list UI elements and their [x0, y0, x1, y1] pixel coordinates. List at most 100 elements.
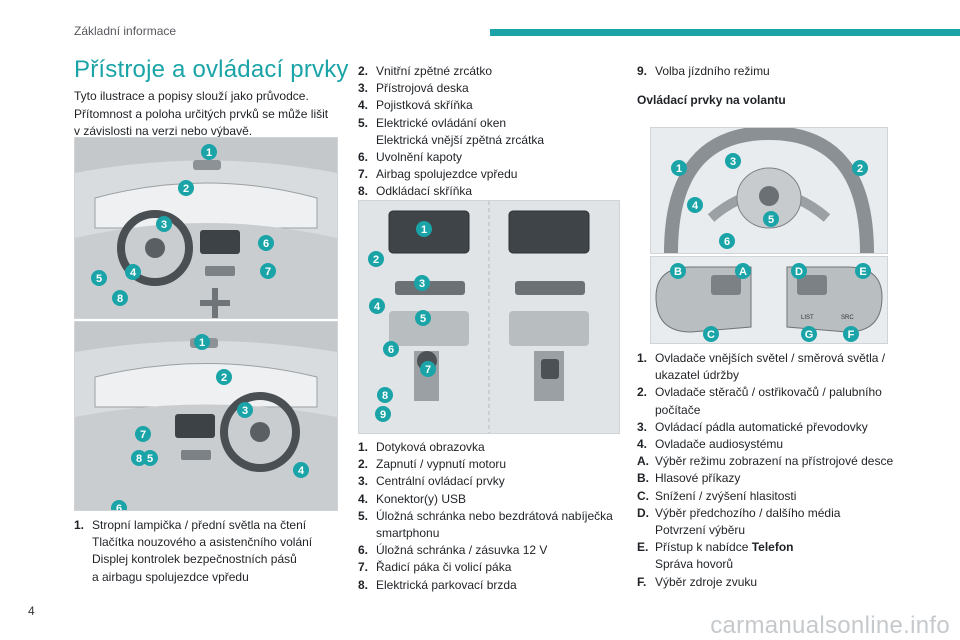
list-item: 4. Pojistková skříňka [358, 97, 620, 114]
page-number: 4 [28, 604, 35, 618]
callout-badge [377, 387, 393, 403]
callout-badge [131, 450, 147, 466]
list-item: 7.Airbag spolujezdce vpředu [358, 166, 620, 183]
item-number: 9. [637, 64, 648, 78]
callout-label: 2 [221, 372, 227, 384]
item-number: 3. [358, 474, 369, 489]
item-line: Ovládací pádla automatické převodovky [655, 419, 868, 434]
list-left: 1.Stropní lampička / přední světla na čt… [74, 517, 342, 586]
callout-label: 3 [419, 278, 425, 290]
item-text: Zapnutí / vypnutí motoru [376, 456, 620, 473]
list-item: 3. Ovládací pádla automatické převodovky [637, 419, 927, 436]
item-number: 6. [358, 150, 369, 165]
item-number: 1. [74, 518, 85, 532]
item-number: 3. [637, 419, 648, 434]
watermark: carmanualsonline.info [710, 612, 950, 639]
callout-badge [763, 211, 779, 227]
item-text: Snížení / zvýšení hlasitosti [655, 488, 927, 505]
list-item: B. Hlasové příkazy [637, 470, 927, 487]
callout-label: 8 [117, 293, 123, 305]
item-line: Ovladače vnějších světel / směrová světl… [655, 351, 886, 365]
item-number: 1. [358, 440, 369, 454]
list-item: 8. Odkládací skříňka [358, 183, 620, 200]
item-line: Volba jízdního režimu [655, 64, 770, 78]
item-text: Uvolnění kapoty [376, 149, 620, 166]
item-number: F. [637, 574, 647, 589]
list-label: LIST [801, 315, 814, 321]
callout-label: 4 [374, 301, 381, 313]
item-number: 2. [637, 385, 648, 400]
item-line: Pojistková skříňka [376, 98, 473, 113]
item-number: 4. [358, 491, 369, 506]
callout-label: 4 [692, 200, 699, 212]
callout-badge [383, 341, 399, 357]
list-item: 6. Uvolnění kapoty [358, 149, 620, 166]
callout-badge [260, 263, 276, 279]
item-text: Pojistková skříňka [376, 97, 620, 114]
callout-label: 1 [676, 163, 682, 175]
callout-label: 4 [298, 465, 305, 477]
item-number: E. [637, 540, 649, 555]
callout-badge [843, 326, 859, 342]
callout-label: 2 [857, 163, 863, 175]
callout-badge [415, 310, 431, 326]
item-number: C. [637, 488, 649, 503]
callout-badge [369, 298, 385, 314]
callout-badge [703, 326, 719, 342]
callout-badge [375, 406, 391, 422]
item-number: 5. [358, 508, 369, 523]
item-line: Uvolnění kapoty [376, 150, 463, 165]
item-number: 8. [358, 184, 369, 199]
list-item: 1.Stropní lampička / přední světla na čt… [74, 517, 342, 586]
item-number: 4. [637, 437, 648, 452]
item-text: Ovladače stěračů / ostřikovačů / palubní… [655, 384, 927, 418]
list-item: 1. Ovladače vnějších světel / směrová svě… [637, 350, 927, 384]
item-text: Ovladače vnějších světel / směrová světl… [655, 350, 927, 384]
callout-label: 8 [136, 453, 142, 465]
item-number: 1. [637, 351, 648, 365]
item-line: Hlasové příkazy [655, 471, 741, 486]
callout-badge [178, 180, 194, 196]
callout-label: 3 [242, 405, 248, 417]
item-number: B. [637, 471, 649, 486]
callout-label: 7 [140, 429, 146, 441]
list-item: 2.Vnitřní zpětné zrcátko [358, 63, 620, 80]
item-line: Airbag spolujezdce vpředu [376, 167, 518, 182]
item-text: Přístrojová deska [376, 80, 620, 97]
item-line: Ovladače stěračů / ostřikovačů / palubní… [655, 385, 882, 400]
callout-badge [671, 160, 687, 176]
item-number: 6. [358, 543, 369, 558]
callout-badge [719, 233, 735, 249]
list-item: C. Snížení / zvýšení hlasitosti [637, 488, 927, 505]
item-text: Odkládací skříňka [376, 183, 620, 200]
callout-label: 5 [96, 273, 102, 285]
item-text: Ovladače audiosystému [655, 436, 927, 453]
item-text: Elektrická parkovací brzda [376, 577, 620, 594]
callout-badge [855, 263, 871, 279]
callout-badge [293, 462, 309, 478]
item-line: Úložná schránka nebo bezdrátová nabíječk… [376, 508, 613, 523]
callout-label: 6 [388, 344, 394, 356]
callout-badge [112, 290, 128, 306]
list-item: 7.Řadicí páka či volicí páka [358, 559, 620, 576]
item-line: Snížení / zvýšení hlasitosti [655, 488, 797, 503]
item-line: Vnitřní zpětné zrcátko [376, 64, 493, 78]
callout-badge [125, 264, 141, 280]
callout-badge [216, 369, 232, 385]
callout-label: 5 [768, 214, 774, 226]
item-number: 2. [358, 457, 369, 472]
item-text: Výběr režimu zobrazení na přístrojové de… [655, 453, 927, 470]
item-text: Úložná schránka / zásuvka 12 V [376, 542, 620, 559]
callout-badge [156, 216, 172, 232]
callout-badge [258, 235, 274, 251]
item-number: 4. [358, 98, 369, 113]
callout-badge [368, 251, 384, 267]
callout-badge [801, 326, 817, 342]
